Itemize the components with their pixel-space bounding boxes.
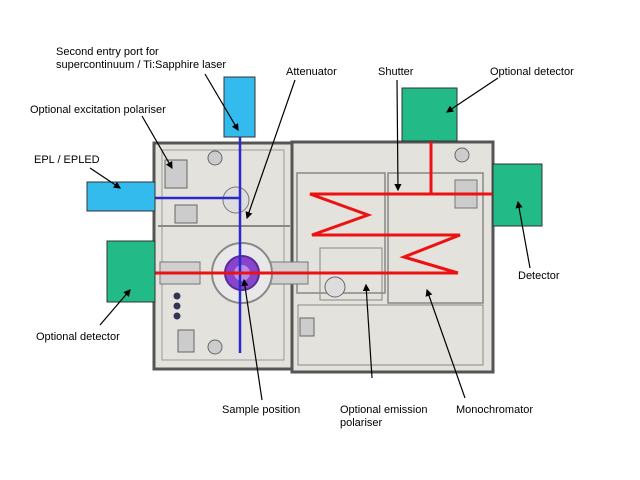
monochromator-housing (290, 140, 495, 374)
label-line: Second entry port for (56, 46, 159, 58)
excitation-beam (155, 137, 242, 353)
label-optional-detector-top: Optional detector (490, 66, 574, 78)
label-optional-excitation-polariser: Optional excitation polariser (30, 104, 166, 116)
epl-source-box (86, 181, 156, 212)
label-optional-detector-left: Optional detector (36, 331, 120, 343)
label-detector: Detector (518, 270, 560, 282)
detector-box (492, 163, 543, 227)
label-line: Optional emission (340, 404, 428, 416)
label-line: supercontinuum / Ti:Sapphire laser (56, 59, 226, 71)
label-line: polariser (340, 417, 383, 429)
label-monochromator: Monochromator (456, 404, 534, 416)
label-epl-epled: EPL / EPLED (34, 154, 100, 166)
label-attenuator: Attenuator (286, 66, 337, 78)
emission-beam (150, 141, 493, 275)
second-entry-port-box (223, 76, 256, 138)
optional-detector-left-box (106, 240, 156, 303)
leader-lines (89, 73, 531, 401)
label-sample-position: Sample position (222, 404, 301, 416)
optional-detector-top-box (401, 87, 458, 142)
label-shutter: Shutter (378, 66, 414, 78)
